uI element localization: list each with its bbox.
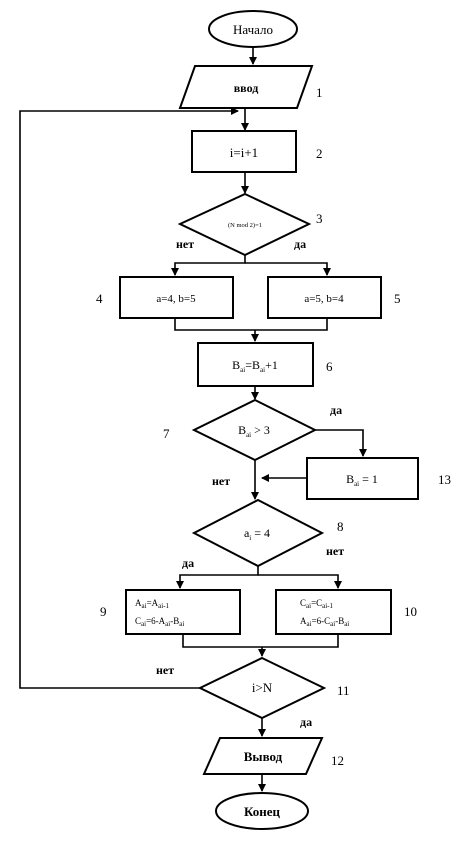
node-b4: a=4, b=5: [119, 276, 234, 319]
block-number-12: 12: [331, 753, 344, 768]
b8-diamond: [191, 498, 325, 568]
b4-label: a=4, b=5: [156, 293, 196, 305]
connectors: [19, 48, 367, 792]
edge-b3-no-b4: [171, 255, 246, 276]
output-parallelogram: [202, 737, 324, 775]
b4-rect: [119, 276, 234, 319]
b8-no-label: нет: [326, 544, 344, 558]
start-label: Начало: [233, 22, 273, 37]
b9-line1: Aai=Aai-1: [135, 598, 170, 610]
block-number-1: 1: [316, 85, 323, 100]
edge-merge-b9-b10: [182, 634, 339, 648]
b2-rect: [191, 130, 297, 173]
b10-rect: [275, 589, 392, 635]
node-b2: i=i+1: [191, 130, 297, 173]
b13-rect: [306, 457, 419, 500]
node-b11: i>N: [197, 656, 327, 720]
b6-rect: [197, 342, 314, 387]
block-number-2: 2: [316, 146, 323, 161]
b3-diamond: [177, 192, 312, 257]
start-terminator: [208, 10, 298, 48]
b11-yes-label: да: [300, 715, 312, 729]
edge-b7-yes-b13: [315, 429, 367, 457]
b3-yes-label: да: [294, 237, 306, 251]
block-number-10: 10: [404, 604, 417, 619]
node-b7: Bai > 3: [191, 398, 318, 462]
input-parallelogram: [178, 65, 314, 109]
b11-no-label: нет: [156, 663, 174, 677]
b9-line2: Cai=6-Aai-Bai: [135, 616, 184, 628]
block-number-7: 7: [163, 426, 170, 441]
branch-labels: нет да да нет да нет нет да: [156, 237, 344, 729]
b8-label: ai = 4: [244, 526, 270, 542]
b11-label: i>N: [252, 680, 273, 695]
edge-b8-no-b10: [258, 574, 342, 589]
node-input: ввод: [178, 65, 314, 109]
end-label: Конец: [244, 804, 281, 819]
node-b6: Bai=Bai+1: [197, 342, 314, 387]
b7-diamond: [191, 398, 318, 462]
b5-label: a=5, b=4: [304, 293, 344, 305]
input-label: ввод: [234, 81, 259, 95]
block-number-6: 6: [326, 359, 333, 374]
output-label: Вывод: [244, 749, 283, 764]
block-number-4: 4: [96, 291, 103, 306]
node-b13: Bai = 1: [306, 457, 419, 500]
block-numbers: 1 2 3 4 5 6 7 8 9 10 11 12 13: [96, 85, 451, 768]
b11-diamond: [197, 656, 327, 720]
b3-no-label: нет: [176, 237, 194, 251]
edge-b8-yes-b9: [176, 566, 259, 589]
b9-rect: [125, 589, 241, 635]
b7-no-label: нет: [212, 474, 230, 488]
edge-b3-yes-b5: [245, 262, 331, 276]
block-number-11: 11: [337, 683, 350, 698]
node-b8: ai = 4: [191, 498, 325, 568]
b7-label: Bai > 3: [238, 423, 270, 439]
b8-yes-label: да: [182, 556, 194, 570]
b10-line1: Cai=Cai-1: [300, 598, 334, 610]
b13-label: Bai = 1: [346, 472, 378, 488]
node-b10: Cai=Cai-1 Aai=6-Cai-Bai: [275, 589, 392, 635]
b5-rect: [267, 276, 382, 319]
block-number-5: 5: [394, 291, 401, 306]
block-number-3: 3: [316, 211, 323, 226]
node-output: Вывод: [202, 737, 324, 775]
b10-line2: Aai=6-Cai-Bai: [300, 616, 349, 628]
edge-merge-b4-b5: [174, 318, 328, 331]
b2-label: i=i+1: [230, 145, 258, 160]
node-start: Начало: [208, 10, 298, 48]
b6-label: Bai=Bai+1: [232, 358, 278, 374]
node-b5: a=5, b=4: [267, 276, 382, 319]
node-b3: (N mod 2)=1: [177, 192, 312, 257]
block-number-9: 9: [100, 604, 107, 619]
b3-label: (N mod 2)=1: [228, 222, 262, 229]
block-number-13: 13: [438, 472, 451, 487]
edge-b11-no-loop: [19, 107, 239, 689]
node-end: Конец: [215, 792, 309, 830]
block-number-8: 8: [337, 519, 344, 534]
end-terminator: [215, 792, 309, 830]
node-b9: Aai=Aai-1 Cai=6-Aai-Bai: [125, 589, 241, 635]
b7-yes-label: да: [330, 403, 342, 417]
